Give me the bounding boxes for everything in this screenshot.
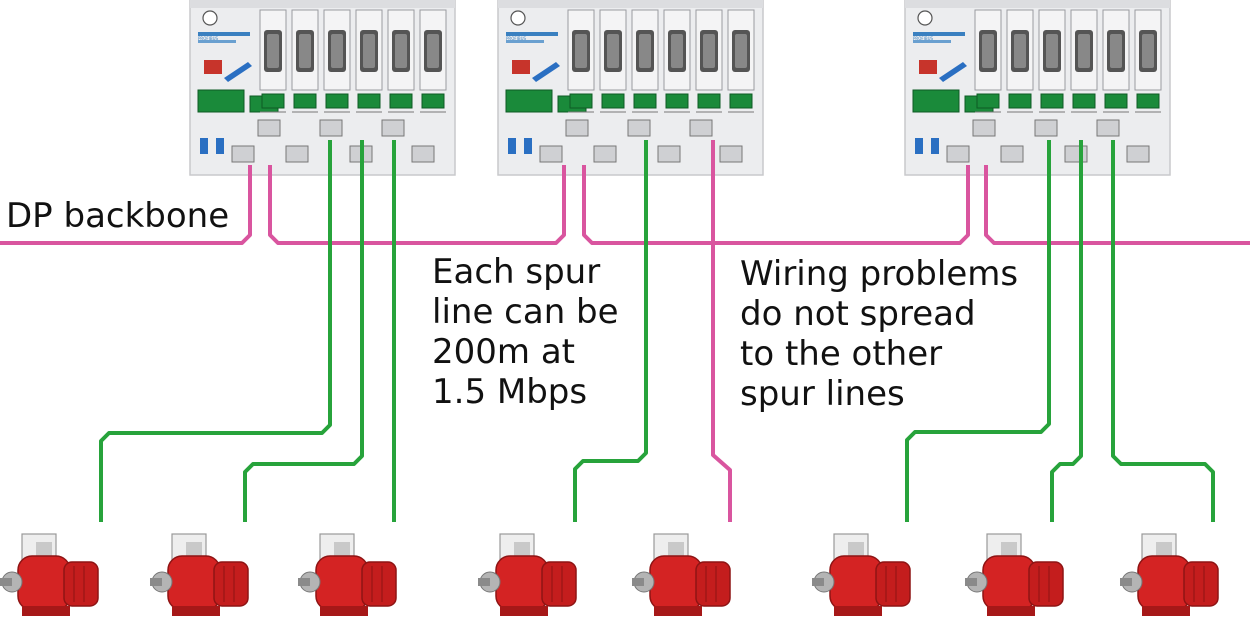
dp-backbone-label: DP backbone [6, 196, 230, 236]
spur-line-7 [1111, 140, 1215, 522]
motor-7 [964, 533, 1064, 617]
motor-1 [0, 533, 99, 617]
wiring-problems-note: Wiring problems do not spread to the oth… [740, 254, 1019, 414]
spur-lines [99, 140, 1215, 522]
repeater-hub-1 [190, 0, 455, 175]
spur-line-4 [573, 140, 648, 522]
spur-line-1 [99, 140, 332, 522]
motor-2 [149, 533, 249, 617]
motor-3 [297, 533, 397, 617]
motor-5 [631, 533, 731, 617]
hub-3-brand-label: PROFIBUS [913, 36, 933, 41]
hub-2-brand-label: PROFIBUS [506, 36, 526, 41]
repeater-hub-2 [498, 0, 763, 175]
spur-length-note: Each spur line can be 200m at 1.5 Mbps [432, 252, 619, 412]
hub-1-brand-label: PROFIBUS [198, 36, 218, 41]
motor-6 [811, 533, 911, 617]
motor-8 [1119, 533, 1219, 617]
spur-line-5 [905, 140, 1051, 522]
motor-4 [477, 533, 577, 617]
spur-line-pink [711, 140, 732, 522]
spur-line-6 [1050, 140, 1083, 522]
repeater-hub-3 [905, 0, 1170, 175]
spur-line-2 [243, 140, 364, 522]
dp-backbone-line [0, 165, 1250, 245]
